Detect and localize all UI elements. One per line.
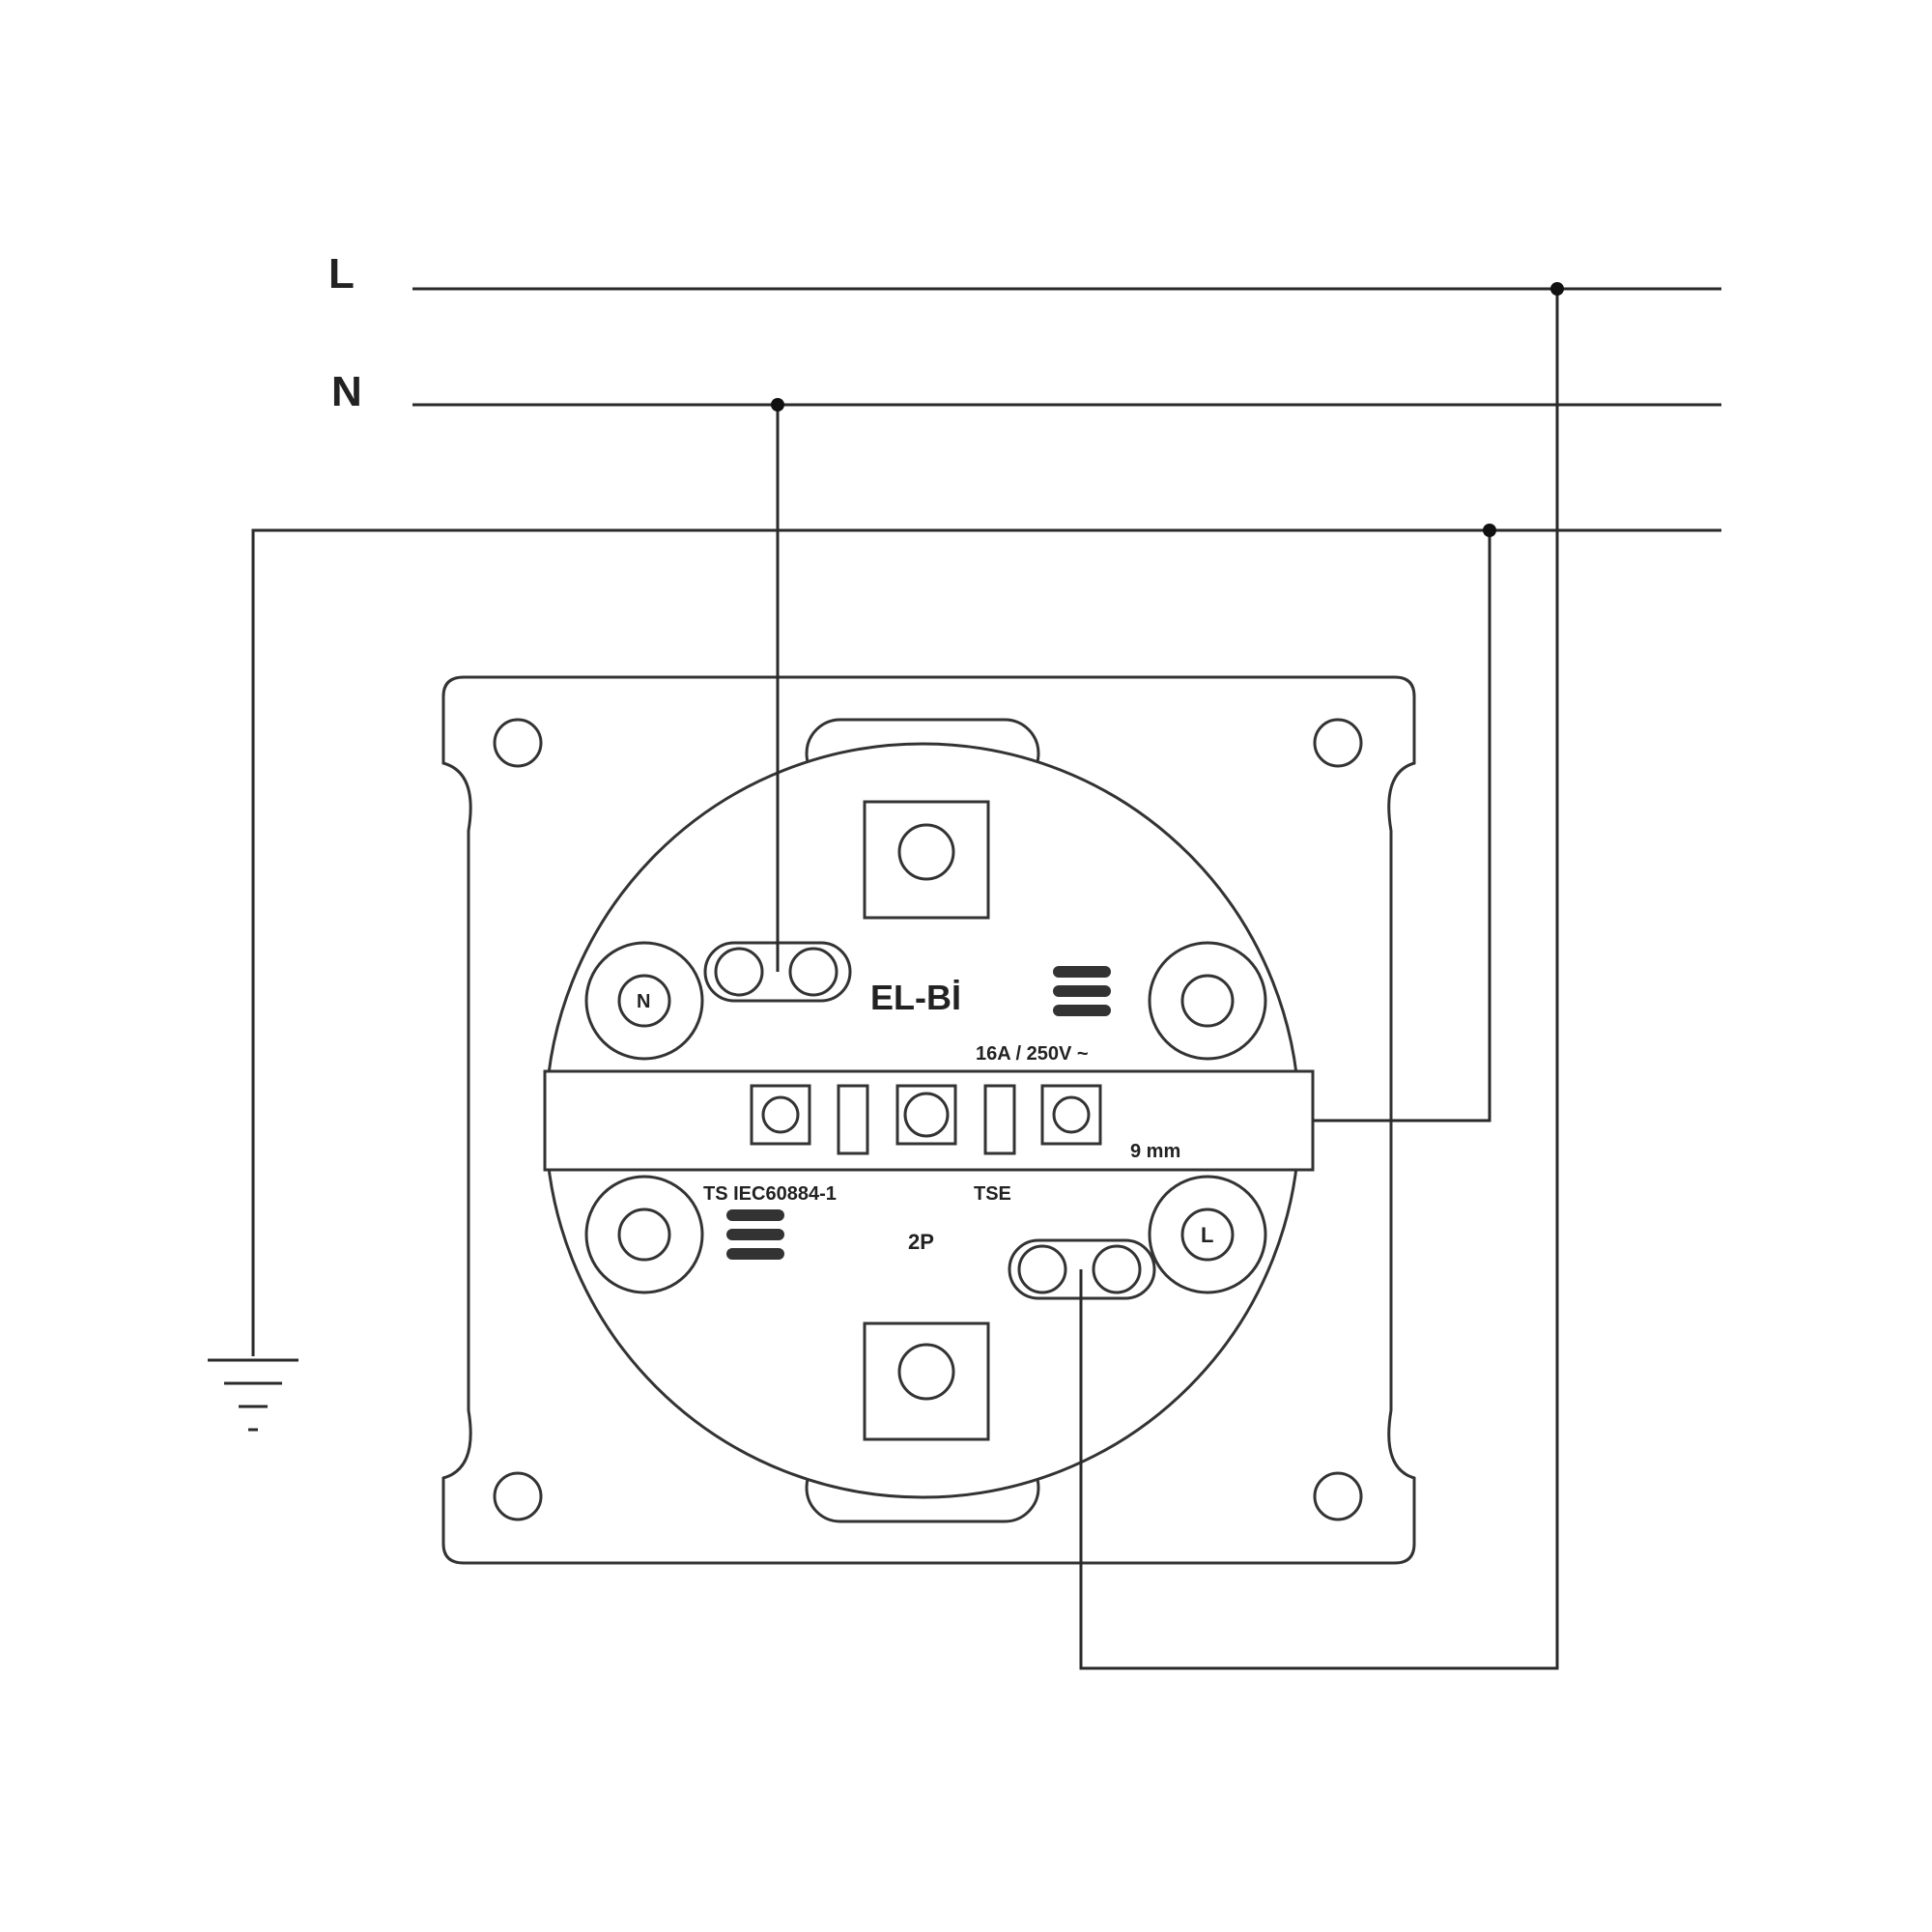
terminal-n-label: N <box>637 991 650 1012</box>
socket-mechanism <box>441 675 1416 1565</box>
rating-text: 16A / 250V ~ <box>976 1043 1089 1065</box>
label-neutral: N <box>331 368 362 415</box>
earth-junction <box>1483 524 1496 537</box>
brand-logo: EL-Bİ <box>870 978 961 1017</box>
line-drop-wire <box>1079 289 1559 1670</box>
neutral-junction <box>771 398 784 412</box>
terminal-l-label: L <box>1201 1223 1213 1247</box>
ground-symbol-icon <box>208 1358 298 1432</box>
strip-length-text: 9 mm <box>1130 1141 1180 1162</box>
label-line: L <box>328 250 355 298</box>
mark-text: TSE <box>974 1183 1011 1205</box>
earth-drop-wire <box>1313 530 1492 1122</box>
line-junction <box>1550 282 1564 296</box>
standard-text: TS IEC60884-1 <box>703 1183 837 1205</box>
earth-wire <box>251 528 1721 1356</box>
poles-text: 2P <box>908 1230 934 1254</box>
